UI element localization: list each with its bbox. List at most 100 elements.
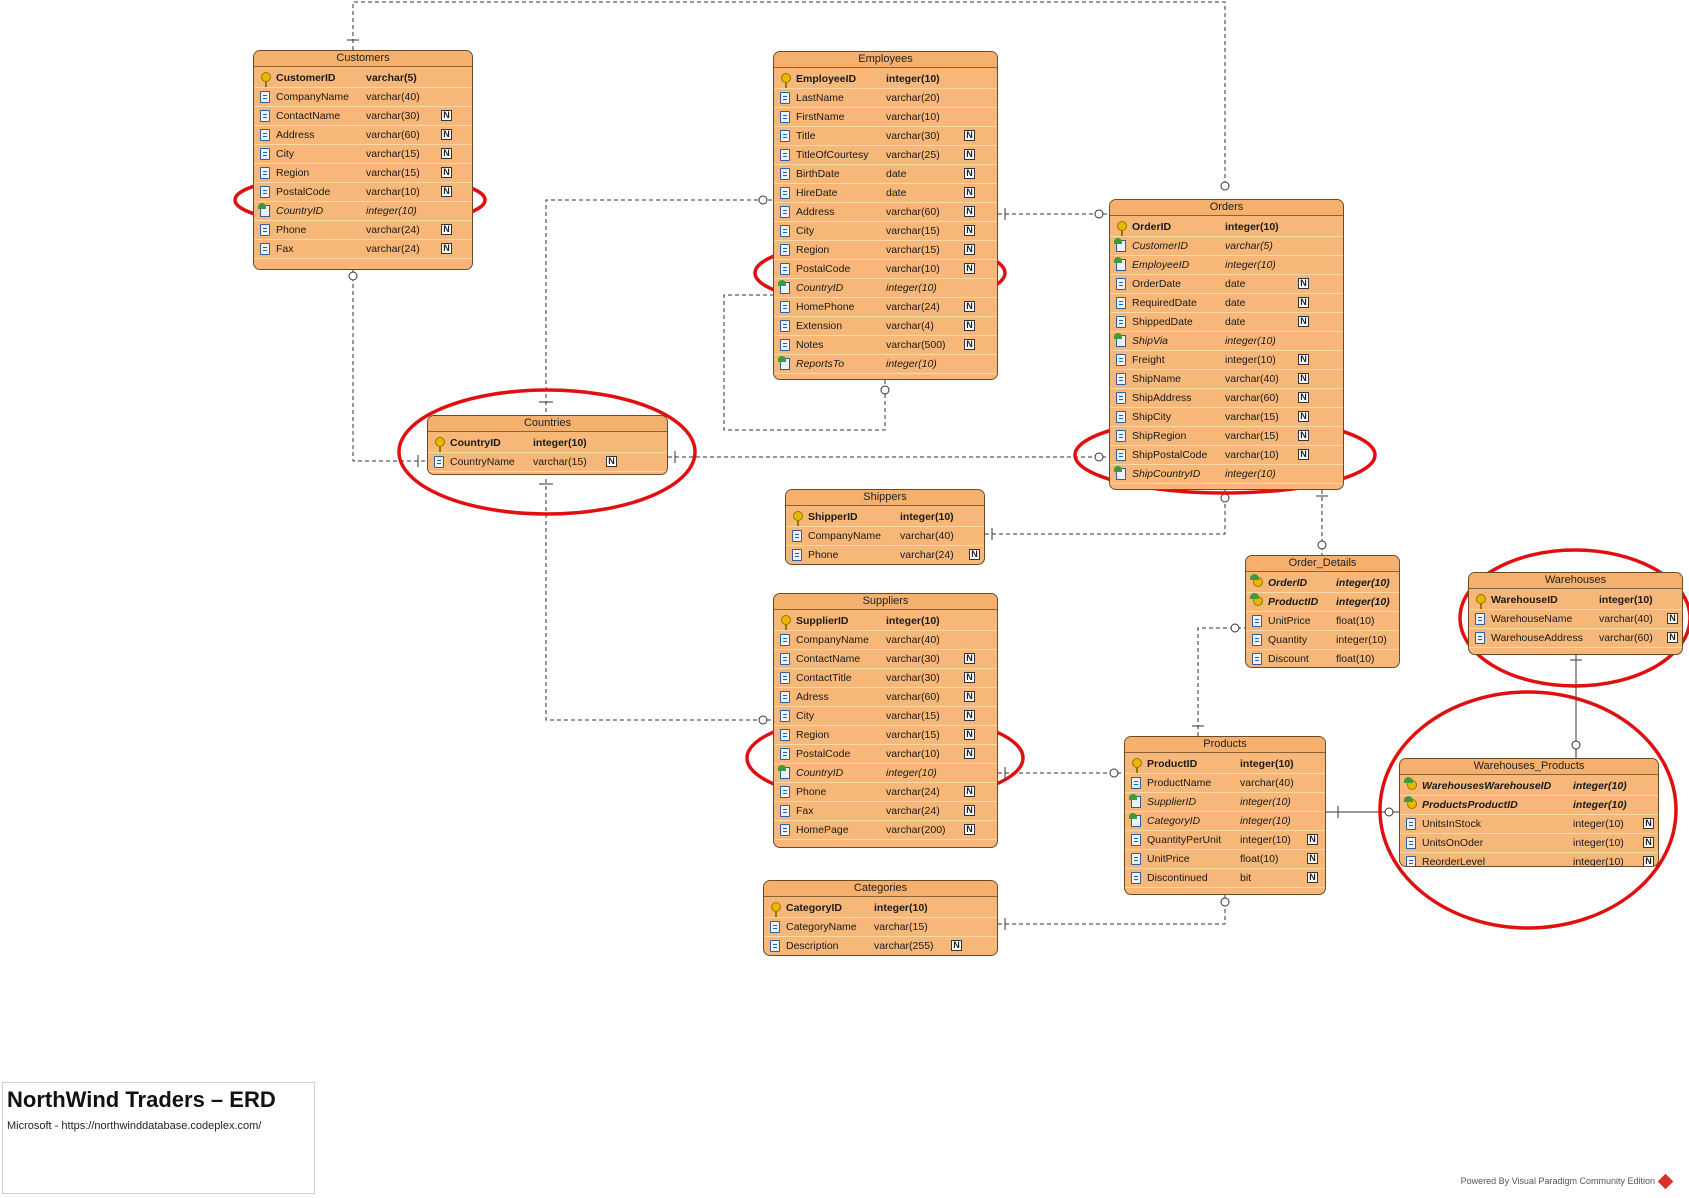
primary-key-icon: [261, 72, 271, 87]
column-type: varchar(255): [874, 940, 934, 952]
column-icon: [1131, 834, 1141, 846]
entity-warehouses-products[interactable]: Warehouses_Products WarehousesWarehouseI…: [1399, 758, 1659, 867]
nullable-badge: N: [1298, 278, 1309, 289]
column-type: integer(10): [1336, 634, 1387, 646]
foreign-key-icon: [1114, 238, 1126, 252]
column-type: varchar(15): [366, 167, 420, 179]
column-name: City: [796, 710, 815, 722]
column-type: varchar(10): [886, 748, 940, 760]
